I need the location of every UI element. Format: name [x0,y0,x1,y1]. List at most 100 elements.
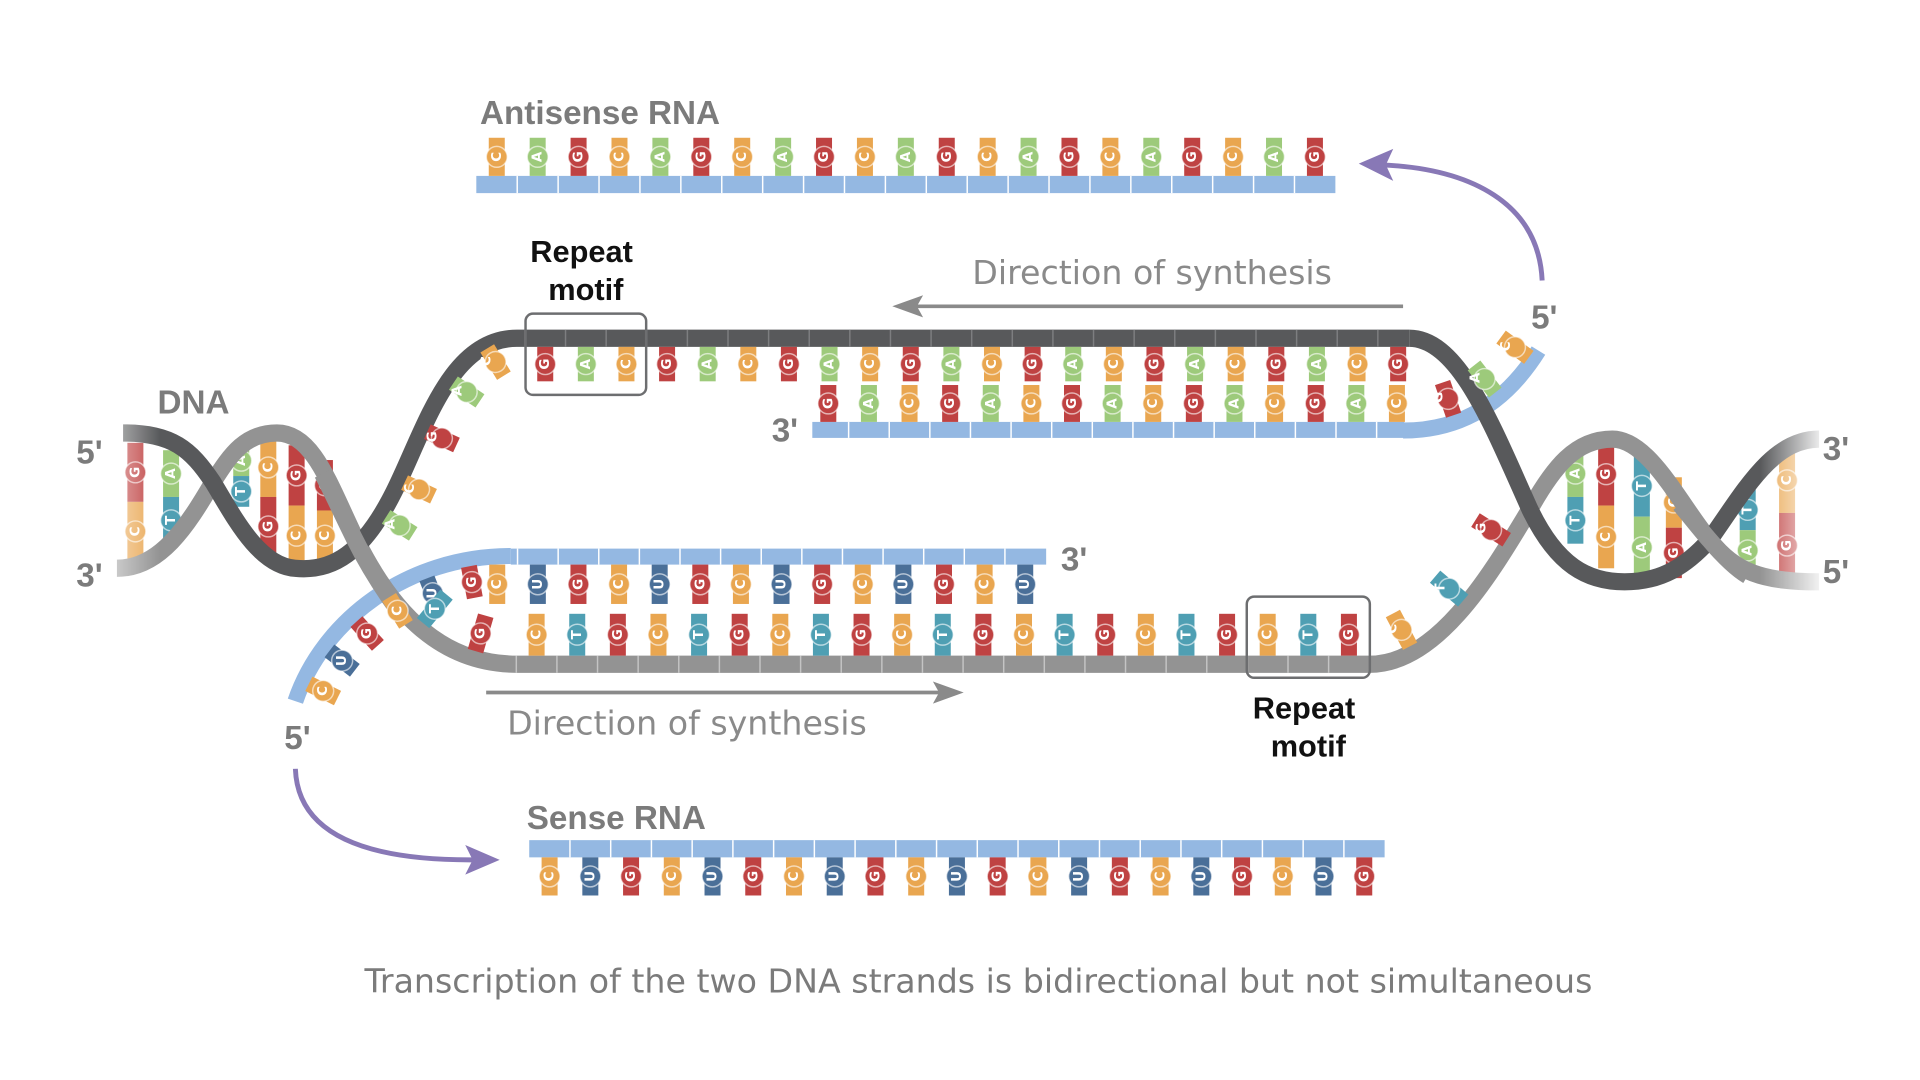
svg-text:G: G [659,359,675,370]
antisense-base-G: G [1181,137,1204,176]
svg-text:C: C [1225,152,1241,162]
sense-base-C: C [782,857,806,896]
svg-text:G: G [1097,629,1113,640]
helix-base-C: C [313,510,337,561]
template-bottom-base-T [1429,570,1469,607]
nascent-sense-base-G: G [460,564,484,600]
antisense-rna-title: Antisense RNA [480,95,720,132]
svg-text:C: C [980,152,996,162]
antisense-base-A: A [1140,137,1163,176]
sense-base-G: G [742,857,765,896]
nascent-sense-base-G: G [810,564,834,604]
sense-base-C: C [1271,857,1294,896]
svg-text:C: C [1260,630,1276,640]
svg-text:C: C [1267,398,1283,408]
svg-text:T: T [1178,629,1194,639]
svg-text:G: G [1308,398,1324,409]
svg-text:G: G [1666,547,1682,558]
helix-base-G: G [285,445,308,506]
nascent-antisense-base-G: G [1060,385,1084,422]
svg-text:G: G [1390,359,1406,370]
dna-strands [116,329,1820,673]
direction-of-synthesis-bottom: Direction of synthesis [507,703,867,742]
nascent-antisense-base-A [1467,360,1502,398]
helix-base-A: A [1564,450,1587,497]
template-top-base-C [401,475,437,504]
nascent-sense-base-C: C [607,564,631,604]
svg-text:G: G [473,628,489,639]
svg-text:U: U [774,579,790,590]
template-top-base-G: G [1386,346,1410,382]
nascent-antisense-base-G: G [1182,385,1206,422]
template-bottom-base-G: G [850,613,873,656]
svg-text:C: C [902,398,918,408]
template-top-base-A: A [818,346,841,382]
dna-strand-dark-right [1408,329,1820,591]
template-bottom-base-C: C [525,613,548,656]
nascent-antisense-base-C: C [1385,385,1409,422]
template-bottom-base-G: G [467,613,494,654]
svg-text:C: C [611,152,627,162]
svg-text:G: G [692,579,708,590]
svg-text:A: A [1065,358,1081,369]
antisense-base-C: C [853,137,877,176]
svg-text:U: U [705,871,721,882]
nascent-antisense-base-A: A [857,385,881,422]
template-bottom-base-G: G [972,613,995,656]
svg-text:T: T [1567,515,1583,525]
svg-text:C: C [1030,871,1046,881]
repeat-motif-box-bottom [1245,595,1372,679]
antisense-base-A: A [894,137,918,176]
svg-text:G: G [854,629,870,640]
prime-label: 5' [1823,554,1849,591]
antisense-base-A: A [1017,137,1040,176]
svg-text:G: G [1146,359,1162,370]
template-bottom-base-T: T [1175,613,1198,656]
svg-text:A: A [1309,358,1325,369]
template-bottom-base-C: C [769,613,792,656]
helix-base-A: A [159,450,183,497]
svg-text:A: A [1105,398,1121,409]
antisense-base-G: G [690,137,713,176]
template-bottom-base-T: T [687,613,711,656]
nascent-sense-base-C: C [486,564,509,604]
svg-text:T: T [813,629,829,639]
svg-text:C: C [894,630,910,640]
svg-text:C: C [1275,871,1291,881]
sense-base-C: C [1149,857,1172,896]
svg-text:C: C [772,630,788,640]
nascent-antisense-backbone [812,421,1405,438]
template-top-base-A [448,376,485,408]
nascent-sense-base-U: U [648,564,671,604]
svg-text:C: C [1016,630,1032,640]
template-top-base-C: C [737,346,760,382]
svg-text:C: C [650,630,666,640]
svg-text:T: T [233,486,249,496]
template-top-base-C [480,344,511,380]
svg-text:T: T [935,629,951,639]
template-top-base-C: C [980,346,1004,382]
svg-text:T: T [1057,629,1073,639]
svg-text:G: G [816,151,832,162]
nascent-antisense-base-A: A [1345,385,1368,422]
template-bottom-base-C: C [1256,613,1279,656]
nascent-antisense-base-C: C [1020,385,1043,422]
svg-text:G: G [260,521,276,532]
helix-base-T: T [230,476,253,507]
nascent-sense-base-U: U [892,564,915,604]
svg-text:A: A [1143,151,1159,162]
antisense-base-G: G [812,137,836,176]
svg-text:C: C [664,871,680,881]
svg-text:C: C [390,606,406,616]
template-bottom-base-G: G [728,613,751,656]
svg-text:A: A [578,358,594,369]
rna-backbone [529,840,1385,858]
nascent-antisense-base-A: A [979,385,1002,422]
sense-base-C: C [538,857,561,896]
prime-label: 3' [76,558,102,595]
svg-text:C: C [289,531,305,541]
svg-text:C: C [260,462,276,472]
direction-arrow-right-icon [486,681,964,704]
svg-text:U: U [1316,871,1332,882]
